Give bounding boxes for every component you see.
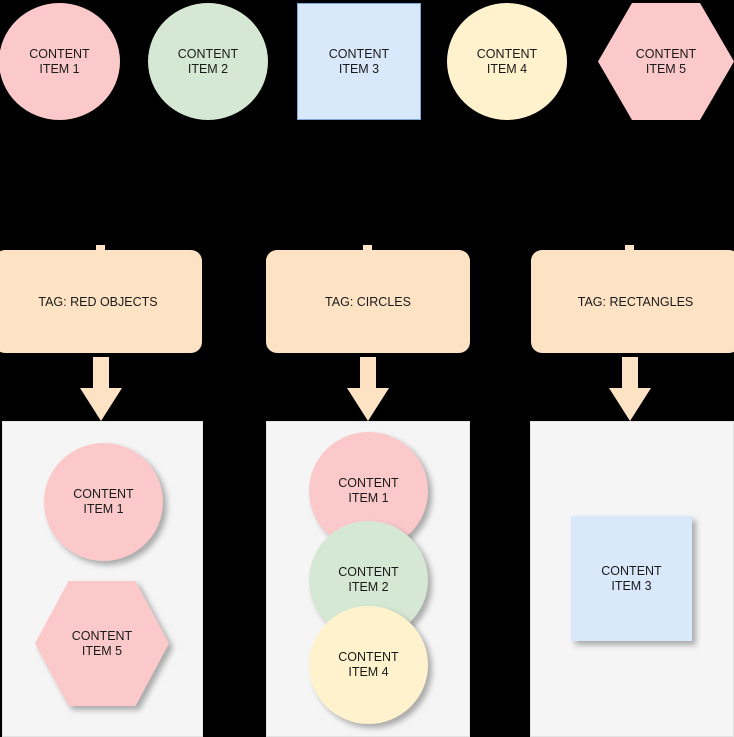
source-item-4[interactable]: CONTENT ITEM 4 [447, 3, 567, 120]
source-item-3-label: CONTENT ITEM 3 [328, 46, 390, 76]
arrow-head [347, 388, 389, 421]
source-item-2[interactable]: CONTENT ITEM 2 [148, 3, 268, 120]
source-item-2-label: CONTENT ITEM 2 [177, 46, 239, 76]
arrow-down-red-objects [80, 357, 122, 421]
tag-connector-stub-3 [625, 245, 634, 251]
tag-connector-stub-2 [363, 245, 372, 251]
tag-box-red-objects-label: TAG: RED OBJECTS [38, 294, 158, 309]
group-panel-rectangles: CONTENT ITEM 3 [530, 421, 734, 737]
arrow-shaft [93, 357, 109, 390]
rectangle-shape [571, 516, 692, 641]
tag-box-rectangles-label: TAG: RECTANGLES [577, 294, 694, 309]
circle-shape [309, 606, 428, 724]
group-circles-item-3[interactable]: CONTENT ITEM 4 [309, 606, 428, 724]
arrow-head [609, 388, 651, 421]
arrow-head [80, 388, 122, 421]
source-item-4-label: CONTENT ITEM 4 [476, 46, 538, 76]
tag-box-red-objects[interactable]: TAG: RED OBJECTS [0, 250, 202, 353]
source-item-1[interactable]: CONTENT ITEM 1 [0, 3, 120, 120]
source-item-3[interactable]: CONTENT ITEM 3 [297, 3, 421, 120]
source-item-5[interactable]: CONTENT ITEM 5 [598, 3, 734, 120]
arrow-down-circles [347, 357, 389, 421]
group-panel-circles: CONTENT ITEM 1 CONTENT ITEM 2 CONTENT IT… [266, 421, 470, 737]
arrow-shaft [622, 357, 638, 390]
arrow-shaft [360, 357, 376, 390]
source-item-5-label: CONTENT ITEM 5 [635, 46, 697, 76]
arrow-down-rectangles [609, 357, 651, 421]
group-red-objects-item-2[interactable]: CONTENT ITEM 5 [35, 581, 169, 706]
source-item-1-label: CONTENT ITEM 1 [29, 46, 90, 76]
group-rectangles-item-1[interactable]: CONTENT ITEM 3 [571, 516, 692, 641]
group-panel-red-objects: CONTENT ITEM 1 CONTENT ITEM 5 [2, 421, 203, 737]
tag-box-rectangles[interactable]: TAG: RECTANGLES [531, 250, 734, 353]
tag-connector-stub-1 [96, 245, 105, 251]
tag-box-circles[interactable]: TAG: CIRCLES [266, 250, 470, 353]
circle-shape [44, 443, 163, 561]
group-red-objects-item-1[interactable]: CONTENT ITEM 1 [44, 443, 163, 561]
hexagon-shape [35, 581, 169, 706]
tag-box-circles-label: TAG: CIRCLES [325, 294, 411, 309]
